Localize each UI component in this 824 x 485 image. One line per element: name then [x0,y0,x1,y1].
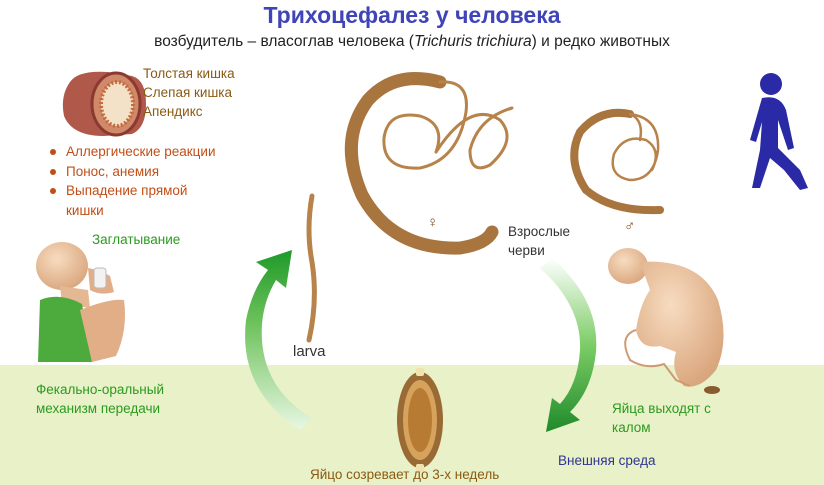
egg-illustration [397,368,443,472]
subtitle-suffix: ) и редко животных [531,33,670,50]
subtitle-latin-name: Trichuris trichiura [413,33,532,50]
label-eggs-out-1: Яйца выходят с [612,401,711,416]
male-worm-illustration [570,108,664,215]
label-larva: larva [293,343,326,360]
label-eggs-out-2: калом [612,420,651,435]
organ-label-cecum: Слепая кишка [143,85,233,100]
label-fecal-oral-2: механизм передачи [36,401,161,416]
crouching-person-illustration [608,248,724,394]
symptom-rectal-prolapse-continued: кишки [66,203,104,218]
organ-label-appendix: Апендикс [143,104,203,119]
walking-human-icon [750,73,808,190]
symptoms-list: Аллергические реакции Понос, анемия Выпа… [48,142,215,201]
page-title: Трихоцефалез у человека [263,2,561,28]
symptom-diarrhea-anemia: Понос, анемия [48,162,215,182]
label-adult-worms-1: Взрослые [508,224,571,239]
symptom-allergy: Аллергические реакции [48,142,215,162]
label-external-environment: Внешняя среда [558,453,656,468]
label-egg-matures: Яйцо созревает до 3-х недель [310,467,500,482]
excretion-arrow-down [540,258,597,432]
female-symbol: ♀ [427,214,439,231]
transmission-arrow-up [245,250,312,430]
label-fecal-oral-1: Фекально-оральный [36,382,164,397]
larva-illustration [306,193,317,343]
symptom-rectal-prolapse: Выпадение прямой [48,181,215,201]
subtitle-prefix: возбудитель – власоглав человека ( [154,33,414,50]
female-worm-illustration [344,72,514,255]
organ-label-colon: Толстая кишка [143,66,235,81]
page-subtitle: возбудитель – власоглав человека (Trichu… [0,33,824,51]
drinking-person-illustration [36,242,125,362]
male-symbol: ♂ [624,218,636,235]
label-adult-worms-2: черви [508,243,545,258]
intestine-illustration [62,71,146,137]
label-swallowing: Заглатывание [92,232,181,247]
